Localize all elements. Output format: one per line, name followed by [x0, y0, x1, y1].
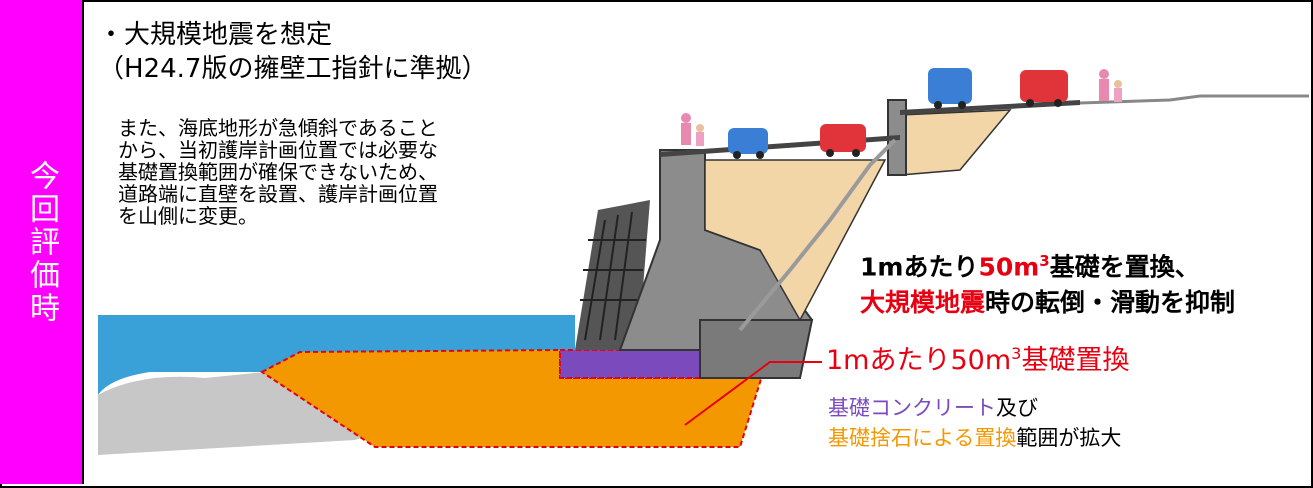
description-line-3: 基礎置換範囲が確保できないため、 — [118, 160, 438, 184]
legend-line-1: 基礎コンクリート及び — [828, 393, 1121, 423]
heading-line-2: （H24.7版の擁壁工指針に準拠） — [98, 54, 488, 84]
pedestrians-lower — [681, 113, 704, 146]
legend-expand: 範囲が拡大 — [1016, 426, 1122, 450]
description-line-2: から、当初護岸計画位置では必要な — [118, 138, 438, 162]
foundation-concrete — [559, 349, 701, 379]
legend-rubble: 基礎捨石による置換 — [828, 426, 1017, 450]
heading: ・大規模地震を想定 （H24.7版の擁壁工指針に準拠） — [98, 18, 487, 86]
callout-pointer-prefix: 1mあたり50m — [826, 345, 1012, 376]
description-line-5: を山側に変更。 — [118, 204, 258, 228]
callout-pointer-suffix: 基礎置換 — [1021, 345, 1130, 376]
backfill-upper — [899, 109, 1012, 176]
callout-main-suffix: 基礎を置換、 — [1049, 252, 1200, 282]
slope-line — [738, 138, 897, 332]
callout-main-line-2: 大規模地震時の転倒・滑動を抑制 — [860, 285, 1235, 321]
description-line-1: また、海底地形が急傾斜であること — [118, 116, 438, 140]
callout-main-amount: 50m — [978, 252, 1040, 282]
callout-pointer-label: 1mあたり50m3基礎置換 — [826, 338, 1129, 377]
callout-main: 1mあたり50m3基礎を置換、 大規模地震時の転倒・滑動を抑制 — [860, 243, 1235, 321]
car-blue-1 — [728, 128, 768, 159]
callout-main-prefix: 1mあたり — [860, 252, 979, 282]
callout-main-sup: 3 — [1039, 252, 1050, 270]
pedestrians-upper — [1099, 69, 1122, 102]
car-blue-2 — [928, 68, 972, 109]
car-red-2 — [1020, 70, 1068, 107]
description-line-4: 道路端に直壁を設置、護岸計画位置 — [118, 182, 438, 206]
wall-footing — [699, 319, 814, 379]
side-label-box: 今回評価時 — [0, 0, 84, 484]
legend-line-2: 基礎捨石による置換範囲が拡大 — [828, 423, 1121, 453]
road-deck-far — [1079, 94, 1309, 105]
legend-concrete: 基礎コンクリート — [828, 396, 996, 420]
heading-line-1: ・大規模地震を想定 — [98, 20, 333, 50]
ground-right — [740, 98, 1309, 470]
car-red-1 — [820, 124, 866, 157]
callout-pointer-sup: 3 — [1011, 344, 1022, 363]
block-revetment — [575, 200, 650, 350]
legend: 基礎コンクリート及び 基礎捨石による置換範囲が拡大 — [828, 393, 1121, 453]
side-label-text: 今回評価時 — [24, 159, 59, 325]
callout-main-line-2-suffix: 時の転倒・滑動を抑制 — [985, 288, 1236, 318]
legend-and: 及び — [996, 396, 1038, 420]
callout-pointer-line — [684, 361, 822, 426]
road-deck-upper — [900, 100, 1080, 115]
description: また、海底地形が急傾斜であること から、当初護岸計画位置では必要な 基礎置換範囲… — [118, 117, 548, 227]
callout-main-highlight: 大規模地震 — [860, 288, 986, 318]
callout-main-line-1: 1mあたり50m3基礎を置換、 — [860, 243, 1235, 285]
